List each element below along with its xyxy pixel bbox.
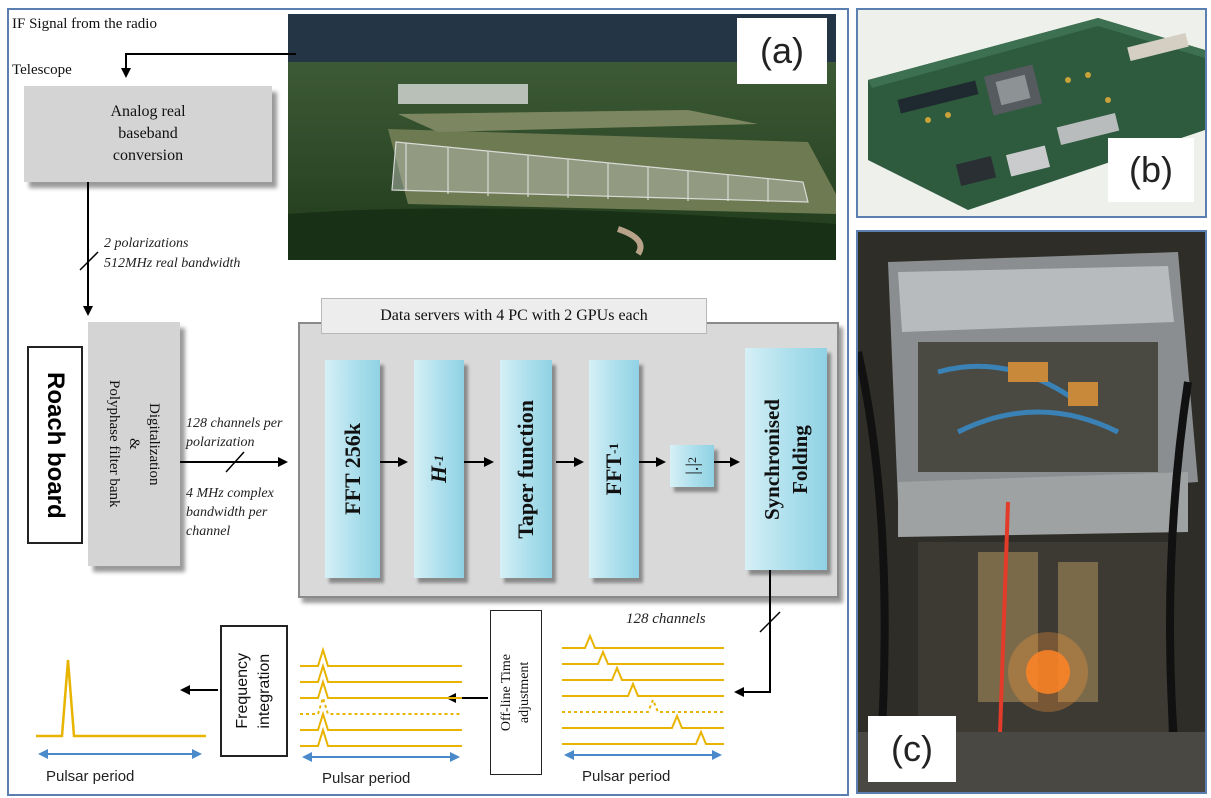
pulsar-period-label-2: Pulsar period: [322, 770, 411, 787]
h-inverse-text: H-1: [426, 455, 452, 483]
freq-int-line1: Frequency: [234, 653, 251, 729]
time-adjust-line2: adjustment: [517, 661, 532, 724]
fft-text: FFT: [601, 453, 626, 496]
channel-line1: 128 channels per: [186, 416, 283, 431]
polarization-line1: 2 polarizations: [104, 236, 189, 251]
panel-label-c: (c): [868, 716, 956, 782]
inverse-fft-text: FFT-1: [601, 443, 627, 495]
abs-exp-text: 2: [684, 457, 699, 464]
fft-256k-block: FFT 256k: [325, 360, 380, 578]
fft-exp-text: -1: [606, 442, 621, 454]
abs-text: |.|: [681, 463, 702, 475]
data-servers-title: Data servers with 4 PC with 2 GPUs each: [321, 298, 707, 334]
digitalization-box: Digitalization & Polyphase filter bank: [88, 322, 180, 566]
pulsar-period-label-1: Pulsar period: [46, 768, 135, 785]
freq-int-line2: integration: [256, 653, 273, 729]
analog-line3: conversion: [112, 147, 184, 164]
frequency-integration-box: Frequency integration: [220, 625, 288, 757]
fpga-board-photo: [858, 10, 1205, 216]
folding-text: Folding: [788, 424, 812, 494]
channel-line3: 4 MHz complex: [186, 486, 274, 501]
abs-square-text: |.|2: [682, 457, 703, 475]
telescope-label: Telescope: [12, 62, 72, 78]
digitalization-line2: &: [126, 438, 142, 450]
polarization-line2: 512MHz real bandwidth: [104, 256, 241, 271]
server-photo-frame: [856, 230, 1207, 794]
taper-function-text: Taper function: [513, 399, 538, 539]
h-exp-text: -1: [431, 455, 446, 466]
polarization-note: 2 polarizations 512MHz real bandwidth: [104, 234, 240, 274]
synchronised-folding-text: Synchronised Folding: [758, 399, 814, 520]
pulsar-period-label-3: Pulsar period: [582, 768, 671, 785]
taper-function-block: Taper function: [500, 360, 552, 578]
analog-conversion-box: Analog real baseband conversion: [24, 86, 272, 182]
channels-output-label: 128 channels: [626, 611, 706, 627]
panel-label-b: (b): [1108, 138, 1194, 202]
channel-line5: channel: [186, 524, 231, 539]
digitalization-line3: Polyphase filter bank: [106, 380, 122, 508]
channel-note: 128 channels per polarization: [186, 414, 282, 452]
synchronised-folding-block: Synchronised Folding: [745, 348, 827, 570]
signal-source-label: IF Signal from the radio: [12, 16, 157, 32]
diagram-frame: [7, 8, 849, 796]
channel-line2: polarization: [186, 435, 255, 450]
roach-board-text: Roach board: [42, 371, 69, 519]
time-adjustment-text: Off-line Time adjustment: [498, 654, 534, 731]
h-inverse-block: H-1: [414, 360, 464, 578]
fft-256k-text: FFT 256k: [339, 423, 365, 515]
roach-board-label: Roach board: [27, 346, 83, 544]
time-adjustment-box: Off-line Time adjustment: [490, 610, 542, 775]
analog-line1: Analog real: [110, 103, 186, 120]
analog-line2: baseband: [118, 125, 178, 142]
synchronised-text: Synchronised: [760, 398, 784, 520]
frequency-integration-text: Frequency integration: [232, 653, 276, 729]
server-rack-photo: [858, 232, 1205, 792]
inverse-fft-block: FFT-1: [589, 360, 639, 578]
time-adjust-line1: Off-line Time: [499, 653, 514, 732]
h-text: H: [426, 465, 451, 483]
bandwidth-note: 4 MHz complex bandwidth per channel: [186, 484, 274, 541]
abs-square-block: |.|2: [670, 445, 714, 487]
digitalization-line1: Digitalization: [146, 402, 162, 486]
channel-line4: bandwidth per: [186, 505, 268, 520]
board-photo-frame: [856, 8, 1207, 218]
panel-label-a: (a): [737, 18, 827, 84]
